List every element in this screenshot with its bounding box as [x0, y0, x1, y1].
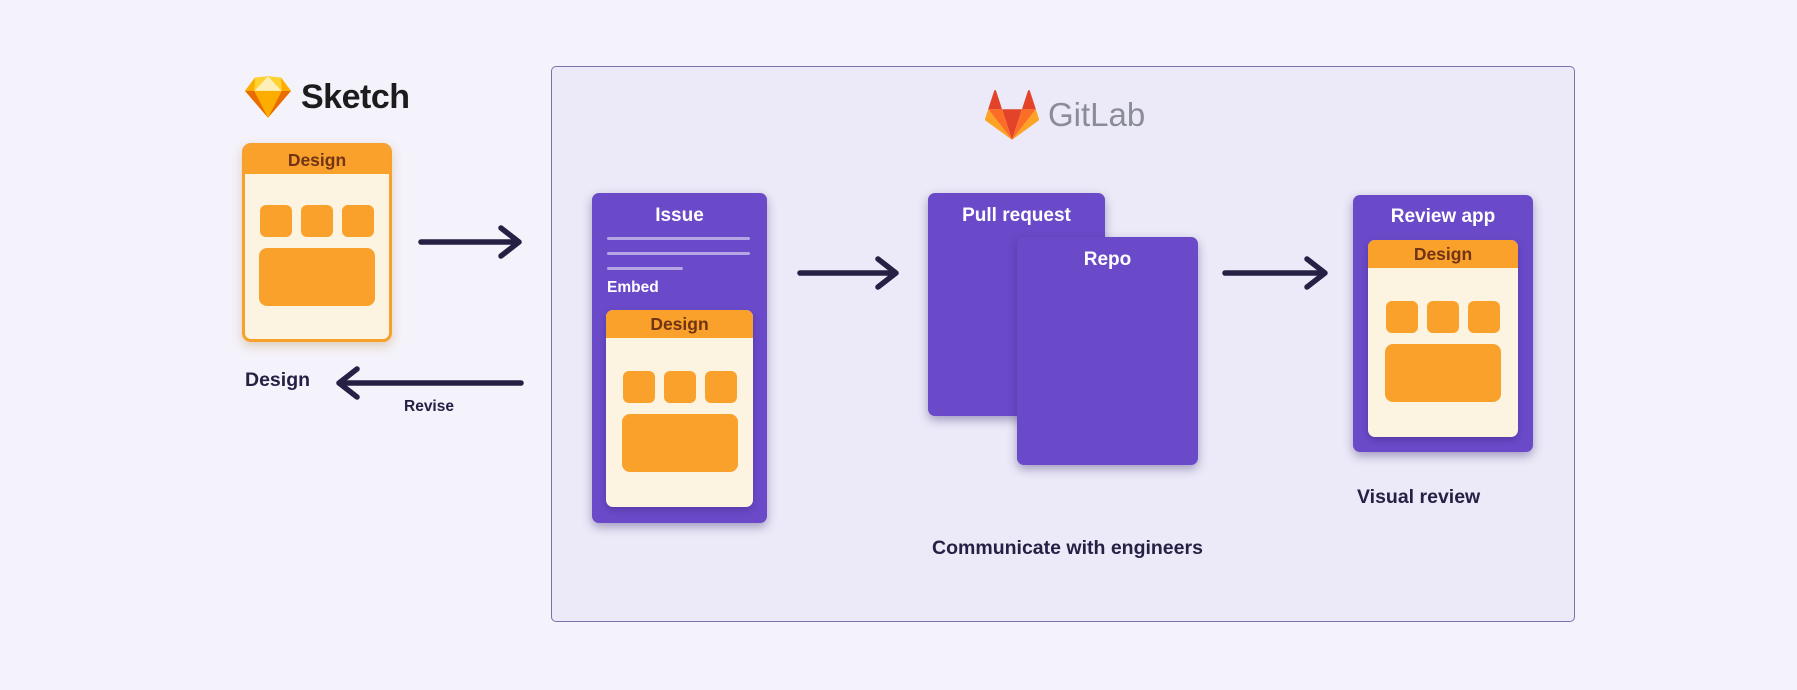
visual-review-label: Visual review	[1357, 486, 1481, 508]
repo-card: Repo	[1017, 237, 1198, 465]
gitlab-logo: GitLab	[985, 90, 1145, 140]
review-app-card-title: Review app	[1390, 206, 1496, 227]
design-card-header: Design	[1368, 240, 1518, 268]
thumbnail-square	[342, 205, 374, 237]
arrow-right-icon	[797, 256, 899, 290]
thumbnail-rect	[621, 414, 738, 472]
embed-label: Embed	[607, 279, 659, 296]
text-line	[607, 267, 683, 270]
thumbnail-square	[704, 371, 737, 403]
gitlab-wordmark: GitLab	[1048, 96, 1146, 133]
pull-request-card-title: Pull request	[962, 205, 1071, 226]
issue-embedded-design: Design	[606, 310, 753, 507]
review-app-card: Review app Design	[1353, 195, 1533, 452]
thumbnail-square	[1427, 301, 1459, 333]
thumbnail-square	[260, 205, 292, 237]
sketch-wordmark: Sketch	[301, 77, 410, 116]
thumbnail-square	[1468, 301, 1500, 333]
gitlab-tanuki-icon	[985, 90, 1039, 140]
thumbnail-square	[622, 371, 655, 403]
repo-card-title: Repo	[1083, 249, 1132, 270]
sketch-diamond-icon	[245, 76, 291, 118]
design-thumbnail-content	[245, 205, 389, 306]
thumbnail-square	[301, 205, 333, 237]
arrow-right-icon	[418, 225, 522, 259]
revise-label: Revise	[404, 398, 454, 415]
thumbnail-square	[663, 371, 696, 403]
arrow-right-icon	[1222, 256, 1328, 290]
design-card-header: Design	[606, 310, 753, 338]
design-step-label: Design	[245, 369, 311, 391]
thumbnail-rect	[259, 248, 375, 306]
thumbnail-square	[1386, 301, 1418, 333]
issue-card: Issue Embed Design	[592, 193, 767, 523]
text-line	[607, 237, 750, 240]
review-embedded-design: Design	[1368, 240, 1518, 437]
text-line	[607, 252, 750, 255]
sketch-logo: Sketch	[245, 76, 410, 118]
design-card-header: Design	[245, 146, 389, 174]
thumbnail-rect	[1385, 344, 1501, 402]
sketch-design-card: Design	[242, 143, 392, 342]
issue-card-title: Issue	[655, 205, 704, 226]
arrow-left-icon	[336, 366, 524, 400]
communicate-label: Communicate with engineers	[932, 537, 1203, 559]
